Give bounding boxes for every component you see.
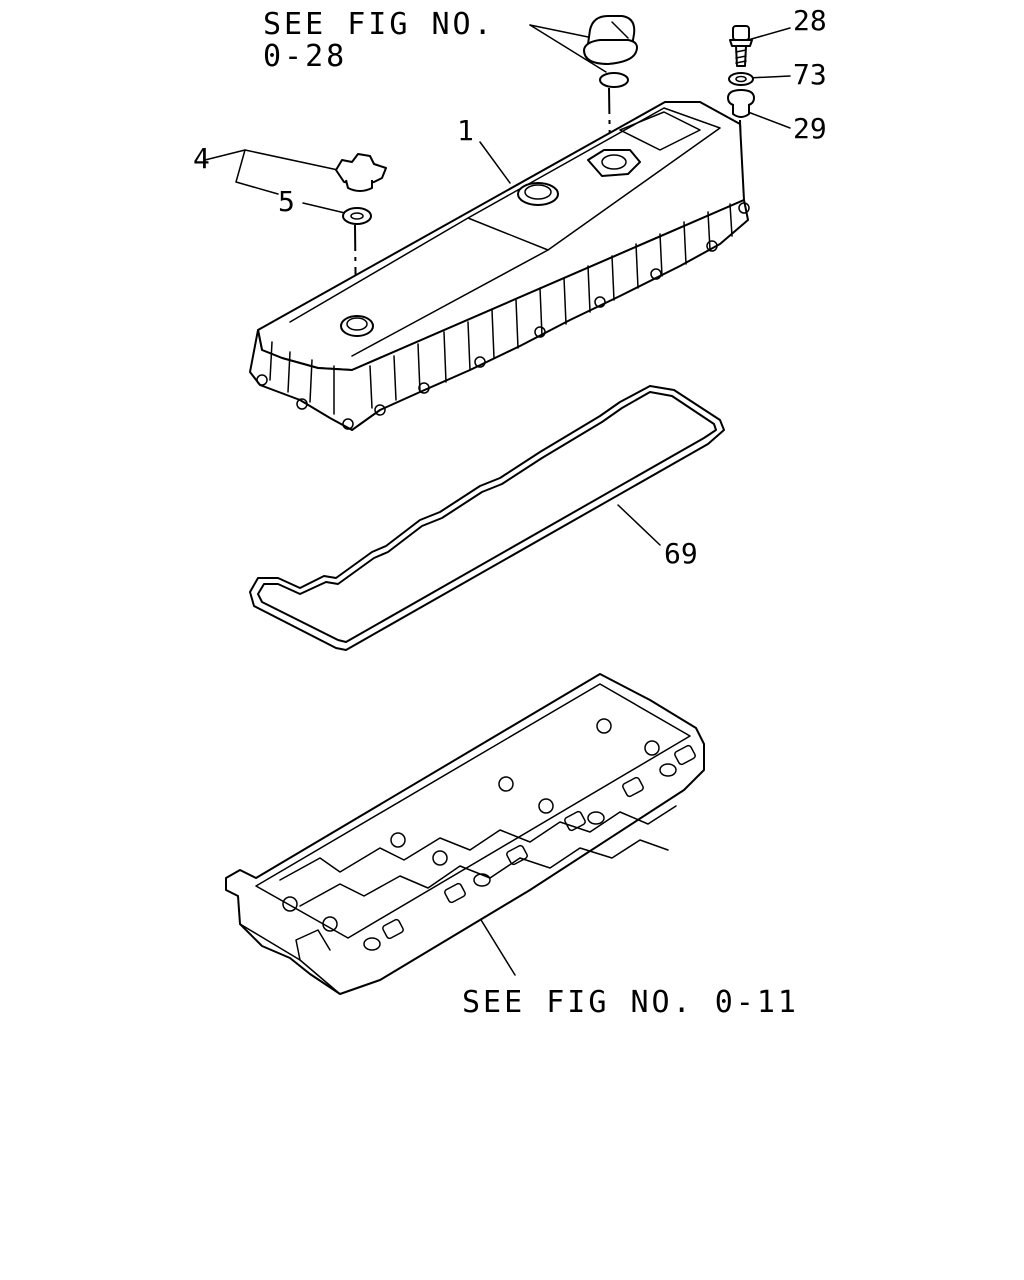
valve-cover-part — [249, 101, 750, 431]
oil-filler-cap-part — [335, 153, 387, 225]
upper-reference-line1: SEE FIG NO. — [263, 7, 495, 42]
upper-reference-line2: 0-28 — [263, 39, 347, 74]
callout-cap: 4 — [193, 142, 210, 175]
callout-bolt: 28 — [793, 4, 827, 37]
cylinder-head-part — [225, 673, 705, 995]
bolt-washer-grommet-parts — [727, 25, 755, 118]
callout-cap-seal: 5 — [278, 185, 295, 218]
callout-gasket: 69 — [664, 537, 698, 570]
callout-grommet: 29 — [793, 112, 827, 145]
cover-gasket-part — [249, 385, 725, 651]
callout-washer: 73 — [793, 58, 827, 91]
lower-reference: SEE FIG NO. 0-11 — [462, 985, 799, 1020]
breather-cap-part — [583, 15, 638, 88]
callout-cover: 1 — [457, 114, 474, 147]
leader-lines — [204, 24, 791, 976]
